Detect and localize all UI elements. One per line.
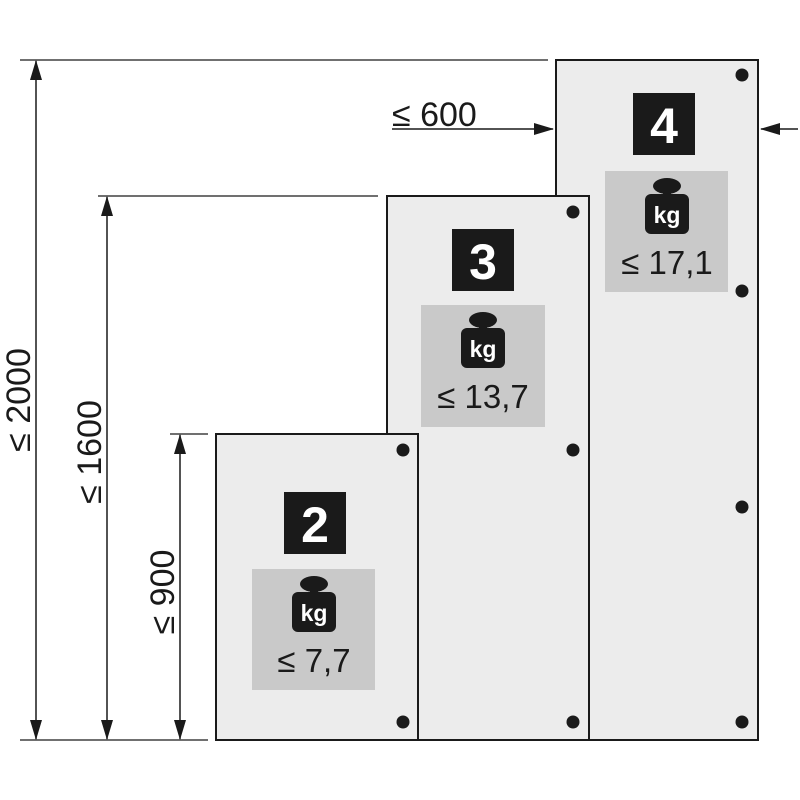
panel-2-number: 2: [301, 497, 329, 553]
panel-3-hinge-dot: [566, 205, 580, 219]
weight-icon: kg: [461, 312, 505, 368]
width-600-label: ≤ 600: [392, 96, 477, 134]
panel-2-weight-label: ≤ 7,7: [277, 642, 350, 679]
panel-4-hinge-dot: [735, 284, 749, 298]
panel-3-hinge-dot: [566, 715, 580, 729]
panel-4-hinge-dot: [735, 715, 749, 729]
weight-icon: kg: [292, 576, 336, 632]
panel-4-weight-label: ≤ 17,1: [621, 244, 713, 281]
panel-2-hinge-dot: [396, 715, 410, 729]
panel-3-number: 3: [469, 234, 497, 290]
panel-3-badge: 3: [452, 229, 514, 291]
panel-3-weight-label: ≤ 13,7: [437, 378, 529, 415]
panel-2-badge: 2: [284, 492, 346, 554]
height-900-label: ≤ 900: [144, 550, 182, 635]
height-1600-label: ≤ 1600: [71, 400, 109, 504]
panel-4-hinge-dot: [735, 68, 749, 82]
width-dimension: ≤ 600: [392, 96, 798, 135]
panel-3-weight-box: kg ≤ 13,7: [421, 305, 545, 427]
panel-2-hinge-dot: [396, 443, 410, 457]
panel-3-hinge-dot: [566, 443, 580, 457]
panel-4-weight-unit: kg: [654, 202, 681, 228]
height-2000-label: ≤ 2000: [0, 348, 38, 452]
panel-3-weight-unit: kg: [470, 336, 497, 362]
panel-2-weight-unit: kg: [301, 600, 328, 626]
panel-4-hinge-dot: [735, 500, 749, 514]
panel-4-weight-box: kg ≤ 17,1: [605, 171, 728, 292]
panel-4-badge: 4: [633, 93, 695, 155]
panel-2-weight-box: kg ≤ 7,7: [252, 569, 375, 690]
weight-icon: kg: [645, 178, 689, 234]
panel-4-number: 4: [650, 98, 678, 154]
